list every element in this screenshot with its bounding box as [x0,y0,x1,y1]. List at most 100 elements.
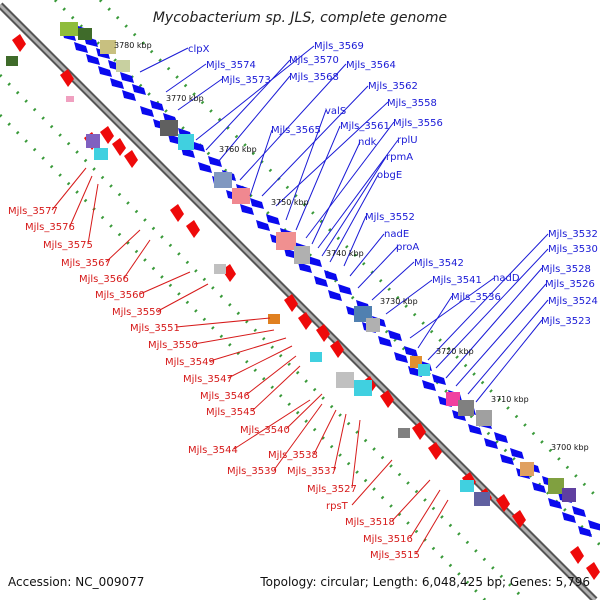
feature-block [476,410,492,426]
leader-line [195,45,315,141]
leader-line [249,129,273,197]
map-title: Mycobacterium sp. JLS, complete genome [153,10,447,26]
reverse-gene-arrow [112,138,126,156]
reverse-gene-arrow [170,204,184,222]
leader-line [427,233,549,361]
leader-line [435,248,549,369]
reverse-gene-arrow [586,562,600,580]
gene-label: rplU [397,135,418,146]
gene-label: Mjls_3552 [365,212,415,223]
leader-line [193,329,275,345]
gene-label: Mjls_3528 [541,264,591,275]
feature-block [160,120,178,136]
gene-label: Mjls_3542 [414,258,464,269]
gene-label: Mjls_3577 [8,206,58,217]
gene-label: Mjls_3549 [165,357,215,368]
leader-line [239,63,347,181]
feature-block [310,352,322,362]
reverse-gene-labels: Mjls_3577 Mjls_3576 Mjls_3575 Mjls_3567 … [8,206,420,561]
leader-line [351,459,393,506]
reverse-gene-arrow [284,294,298,312]
leader-line [349,233,385,277]
forward-gene-arrow [110,72,134,89]
gene-label: Mjls_3573 [221,75,271,86]
reverse-gene-arrow [100,126,114,144]
gene-label: Mjls_3565 [271,125,321,136]
reverse-gene-arrow [298,312,312,330]
leader-line [165,63,207,93]
forward-gene-arrow [484,432,508,449]
forward-gene-arrow [562,506,586,523]
feature-block [6,56,18,66]
leader-line [285,393,323,430]
leader-line [87,183,99,245]
leader-line [305,121,395,239]
gene-label: Mjls_3545 [206,407,256,418]
leader-line [391,479,431,522]
gene-label: Mjls_3574 [206,60,256,71]
feature-block [336,372,354,388]
forward-gene-arrow [140,100,164,117]
gene-label: Mjls_3540 [240,425,290,436]
feature-block [398,428,410,438]
leader-line [51,167,87,211]
feature-block [86,134,100,148]
gene-label: nadD [493,273,520,284]
leader-line [455,283,547,387]
feature-block [418,364,430,376]
feature-block [474,492,490,506]
gene-label: obgE [377,170,402,181]
feature-block [214,172,232,188]
feature-block [446,392,460,406]
forward-gene-labels: clpX Mjls_3574 Mjls_3573 Mjls_3569 Mjls_… [188,41,598,327]
gene-label: Mjls_3566 [79,274,129,285]
feature-block [276,232,296,250]
feature-block [232,188,250,204]
forward-gene-arrow [122,84,146,101]
feature-block [100,40,116,54]
leader-line [275,101,389,207]
leader-line [313,409,337,455]
reverse-gene-arrow [124,150,138,168]
leader-line [321,156,387,257]
kbp-marker: 3780 kbp [114,41,152,50]
kbp-marker: 3720 kbp [436,347,474,356]
leader-line [175,317,271,328]
feature-block [66,96,74,102]
leader-line [317,139,399,249]
feature-block [354,380,372,396]
gene-label: Mjls_3537 [287,466,337,477]
gene-label: valS [325,106,346,117]
leader-line [285,109,327,221]
gene-label: Mjls_3524 [548,296,598,307]
gene-label: ndk [358,137,377,148]
gene-label: Mjls_3523 [541,316,591,327]
leader-line [69,175,93,227]
gene-label: nadE [384,229,409,240]
forward-gene-arrow [578,520,600,537]
gene-label: Mjls_3562 [368,81,418,92]
leader-line [329,174,379,263]
feature-block [214,264,226,274]
gene-label: Mjls_3518 [345,517,395,528]
label-leader-lines [51,45,549,555]
leader-line [233,399,311,450]
gene-label: Mjls_3575 [43,240,93,251]
kbp-marker: 3770 kbp [166,94,204,103]
gene-label: Mjls_3526 [545,279,595,290]
gene-label: Mjls_3556 [393,118,443,129]
reverse-gene-arrow [12,34,26,52]
gene-label: Mjls_3530 [548,244,598,255]
reverse-gene-arrow [496,494,510,512]
feature-block [366,318,380,332]
feature-block [268,314,280,324]
gene-label: proA [396,242,419,253]
feature-block [562,488,576,502]
forward-gene-arrow [394,346,418,363]
gene-label: Mjls_3561 [340,121,390,132]
leader-line [227,345,293,379]
feature-block [520,462,534,476]
